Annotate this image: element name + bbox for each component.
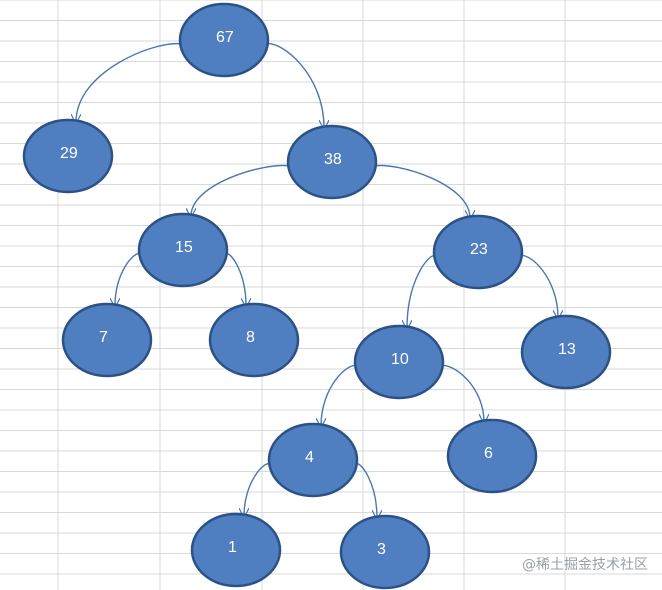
tree-node-n67: 67 — [178, 2, 270, 78]
tree-node-n38: 38 — [286, 124, 378, 200]
node-shape — [286, 124, 378, 200]
tree-node-n3: 3 — [339, 514, 431, 590]
node-shape — [353, 324, 445, 400]
watermark-text: @稀土掘金技术社区 — [522, 557, 648, 573]
edge-n15-n8 — [224, 252, 246, 306]
tree-node-n6: 6 — [446, 418, 538, 494]
node-shape — [208, 302, 300, 378]
node-shape — [446, 418, 538, 494]
node-label: 8 — [246, 329, 255, 346]
edge-n67-n29 — [76, 42, 183, 122]
edge-n15-n7 — [115, 252, 142, 306]
node-shape — [432, 214, 524, 290]
node-label: 29 — [60, 145, 78, 162]
node-shape — [137, 212, 229, 288]
node-shape — [22, 118, 114, 194]
tree-node-n1: 1 — [190, 512, 282, 588]
node-shape — [339, 514, 431, 590]
tree-node-n29: 29 — [22, 118, 114, 194]
node-label: 38 — [324, 151, 342, 168]
tree-node-n4: 4 — [267, 422, 359, 498]
node-label: 23 — [470, 241, 488, 258]
node-shape — [520, 314, 612, 390]
tree-node-n13: 13 — [520, 314, 612, 390]
node-label: 6 — [484, 445, 493, 462]
node-label: 1 — [228, 539, 237, 556]
node-label: 10 — [391, 351, 409, 368]
node-shape — [61, 302, 153, 378]
tree-edges — [76, 42, 558, 518]
node-label: 13 — [558, 341, 576, 358]
edge-n38-n15 — [191, 164, 291, 216]
node-label: 7 — [99, 329, 108, 346]
tree-node-n15: 15 — [137, 212, 229, 288]
node-shape — [190, 512, 282, 588]
edge-n38-n23 — [373, 164, 470, 218]
edge-n10-n4 — [321, 364, 358, 426]
node-label: 15 — [175, 239, 193, 256]
edge-n10-n6 — [440, 364, 484, 422]
node-label: 3 — [377, 541, 386, 558]
edge-n67-n38 — [265, 43, 324, 128]
tree-node-n23: 23 — [432, 214, 524, 290]
edge-n23-n13 — [519, 254, 558, 318]
node-label: 4 — [305, 449, 314, 466]
tree-node-n8: 8 — [208, 302, 300, 378]
node-label: 67 — [216, 29, 234, 46]
node-shape — [267, 422, 359, 498]
tree-node-n7: 7 — [61, 302, 153, 378]
node-shape — [178, 2, 270, 78]
tree-node-n10: 10 — [353, 324, 445, 400]
